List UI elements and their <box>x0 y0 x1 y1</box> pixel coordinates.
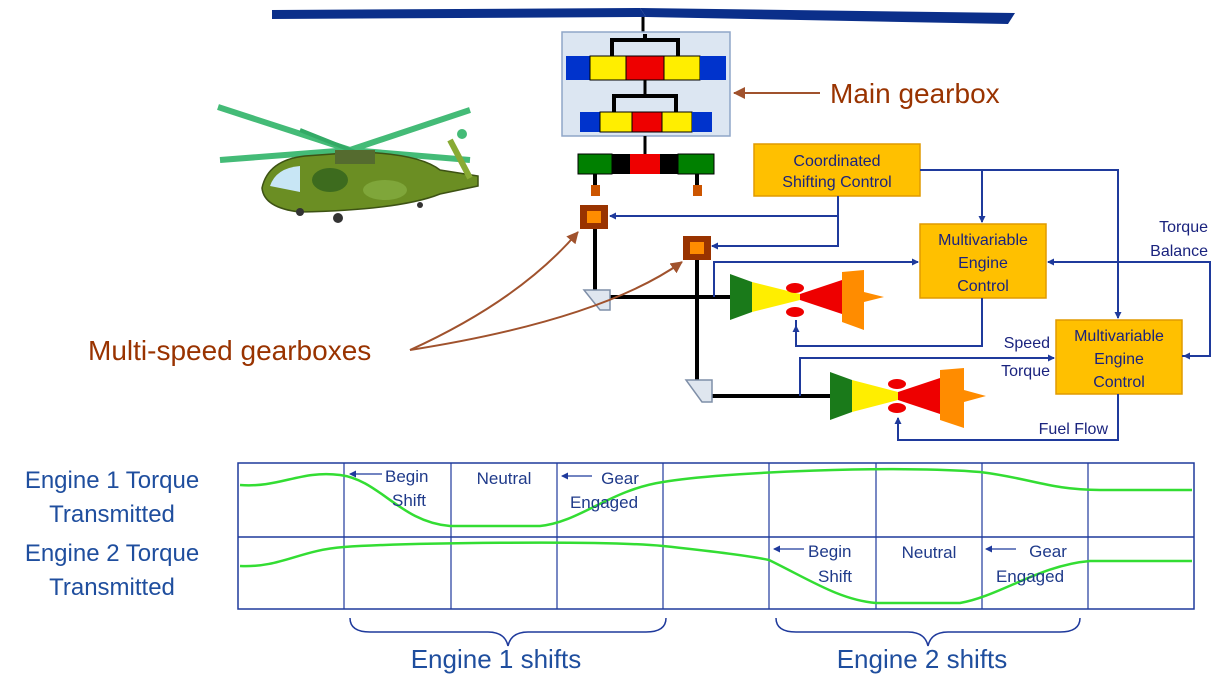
e1-neutral-label: Neutral <box>477 469 532 488</box>
engine-2 <box>830 368 986 428</box>
main-gearbox-label: Main gearbox <box>830 78 1000 109</box>
engine-2-shifts-label: Engine 2 shifts <box>837 644 1008 674</box>
e1-begin-line-2: Shift <box>392 491 426 510</box>
engine-1-brace <box>349 617 667 647</box>
coordinated-line-2: Shifting Control <box>782 174 891 191</box>
helicopter-illustration <box>217 104 479 223</box>
multi-speed-gearbox-1 <box>580 205 608 229</box>
speed-signal-label: Speed <box>1004 335 1050 352</box>
mec2-line-2: Engine <box>1094 351 1144 368</box>
row1-label-line-2: Transmitted <box>49 501 175 528</box>
main-gearbox <box>561 31 731 154</box>
mec1-line-2: Engine <box>958 255 1008 272</box>
e2-gear-line-1: Gear <box>1029 542 1067 561</box>
mec2-line-1: Multivariable <box>1074 328 1164 345</box>
engine-2-torque-curve <box>239 541 1192 605</box>
multivariable-engine-control-1-box: Multivariable Engine Control <box>919 223 1047 299</box>
bevel-gear-2 <box>684 379 713 403</box>
e2-neutral-label: Neutral <box>902 543 957 562</box>
engine-1-torque-curve <box>239 467 1192 528</box>
e1-gear-line-1: Gear <box>601 469 639 488</box>
e1-begin-line-1: Begin <box>385 467 428 486</box>
multi-speed-arrow-1 <box>409 231 579 351</box>
torque-balance-line-1: Torque <box>1159 219 1208 236</box>
engine-1-shifts-label: Engine 1 shifts <box>411 644 582 674</box>
engine-2-brace <box>775 617 1081 647</box>
mec1-line-1: Multivariable <box>938 232 1028 249</box>
e2-gear-line-2: Engaged <box>996 567 1064 586</box>
e1-gear-line-2: Engaged <box>570 493 638 512</box>
mec1-line-3: Control <box>957 278 1009 295</box>
combining-gearbox <box>577 153 715 196</box>
rotor-blade <box>272 8 1015 32</box>
multivariable-engine-control-2-box: Multivariable Engine Control <box>1055 319 1183 395</box>
signal-lines <box>609 169 1211 441</box>
multi-speed-gearboxes-label: Multi-speed gearboxes <box>88 335 371 366</box>
coordinated-line-1: Coordinated <box>793 153 880 170</box>
torque-chart: Begin Shift Neutral Gear Engaged Begin S… <box>237 462 1195 610</box>
row2-label-line-1: Engine 2 Torque <box>25 540 199 567</box>
multi-speed-arrow-2 <box>409 261 683 351</box>
engine-1 <box>730 270 884 330</box>
multi-speed-gearbox-2 <box>683 236 711 260</box>
e2-begin-line-2: Shift <box>818 567 852 586</box>
coordinated-shifting-control-box: Coordinated Shifting Control <box>753 143 921 197</box>
fuel-flow-label: Fuel Flow <box>1039 421 1109 438</box>
torque-balance-line-2: Balance <box>1150 243 1208 260</box>
bevel-gear-1 <box>582 289 611 311</box>
torque-signal-label: Torque <box>1001 363 1050 380</box>
e2-begin-line-1: Begin <box>808 542 851 561</box>
drive-shafts <box>591 185 830 398</box>
row1-label-line-1: Engine 1 Torque <box>25 467 199 494</box>
mec2-line-3: Control <box>1093 374 1145 391</box>
row2-label-line-2: Transmitted <box>49 574 175 601</box>
